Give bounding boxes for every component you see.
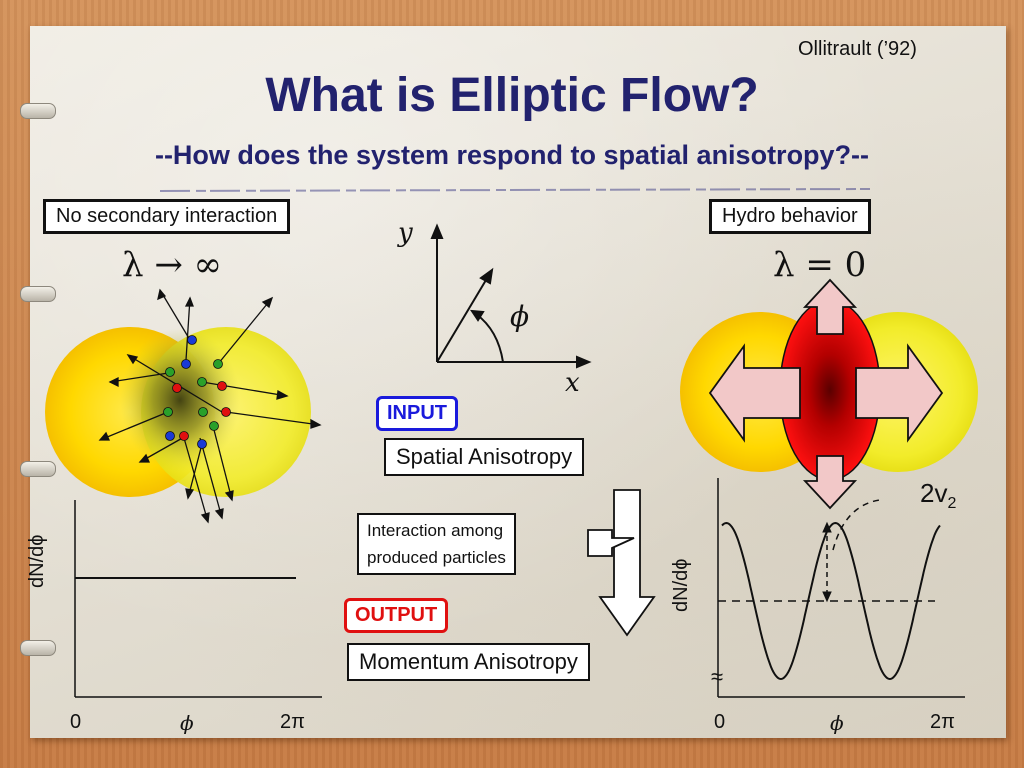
right-plot-y-label: dN/dϕ — [670, 558, 692, 612]
citation: Ollitrault (’92) — [798, 38, 917, 60]
phi-angle-label: ϕ — [510, 300, 530, 333]
binder-ring — [20, 640, 56, 656]
particle-blue — [165, 431, 175, 441]
left-plot-x-start: 0 — [70, 711, 82, 733]
particle-red — [221, 407, 231, 417]
particle-blue — [187, 335, 197, 345]
axis-break-mark: ≈ — [711, 664, 724, 689]
binder-ring — [20, 286, 56, 302]
two-v2-label: 2v2 — [920, 478, 957, 513]
arrow-right — [855, 343, 944, 443]
arrow-down — [802, 455, 858, 510]
particle-green — [163, 407, 173, 417]
interaction-box: Interaction among produced particles — [357, 513, 516, 575]
output-tag: OUTPUT — [344, 598, 449, 633]
arrow-up — [802, 278, 858, 335]
interaction-arrow — [587, 529, 635, 557]
amplitude-leader — [832, 499, 881, 551]
flow-arrows — [587, 489, 656, 637]
binder-ring — [20, 461, 56, 477]
binder-ring — [20, 103, 56, 119]
right-plot-x-mid: ϕ — [830, 711, 844, 735]
slide-subtitle: --How does the system respond to spatial… — [154, 140, 870, 170]
particle-blue — [181, 359, 191, 369]
interaction-line-2: produced particles — [367, 548, 506, 567]
left-plot-y-label: dN/dϕ — [26, 534, 48, 588]
particle-green — [165, 367, 175, 377]
right-plot-cos-curve — [721, 521, 941, 681]
momentum-anisotropy-box: Momentum Anisotropy — [347, 643, 590, 681]
left-plot-x-mid: ϕ — [180, 711, 194, 735]
particle-red — [172, 383, 182, 393]
right-plot-x-start: 0 — [714, 711, 726, 733]
particle-green — [198, 407, 208, 417]
xy-axes-diagram — [430, 223, 592, 369]
no-secondary-interaction-label: No secondary interaction — [43, 199, 291, 234]
particle-red — [217, 381, 227, 391]
y-axis-label: y — [398, 218, 413, 248]
lambda-infinity-formula: λ → ∞ — [122, 245, 222, 285]
title-divider — [140, 183, 880, 192]
right-plot-x-end: 2π — [930, 711, 955, 733]
particle-green — [213, 359, 223, 369]
x-axis-label: x — [565, 368, 580, 398]
particle-green — [197, 377, 207, 387]
left-collision-nuclei — [45, 327, 311, 497]
slide-title: What is Elliptic Flow? — [265, 69, 759, 122]
particle-red — [179, 431, 189, 441]
arrow-left — [708, 343, 801, 443]
left-plot — [74, 500, 322, 698]
flow-down-arrow — [598, 489, 656, 637]
particle-tracks — [98, 288, 322, 524]
spatial-anisotropy-box: Spatial Anisotropy — [384, 438, 585, 476]
hydro-behavior-label: Hydro behavior — [709, 199, 871, 234]
pressure-arrows — [708, 278, 944, 510]
left-plot-x-end: 2π — [280, 711, 305, 733]
particle-blue — [197, 439, 207, 449]
lambda-zero-formula: λ = 0 — [773, 245, 867, 285]
right-plot — [717, 478, 965, 698]
particles — [163, 335, 231, 449]
interaction-line-1: Interaction among — [367, 521, 504, 540]
particle-green — [209, 421, 219, 431]
input-tag: INPUT — [376, 396, 458, 431]
